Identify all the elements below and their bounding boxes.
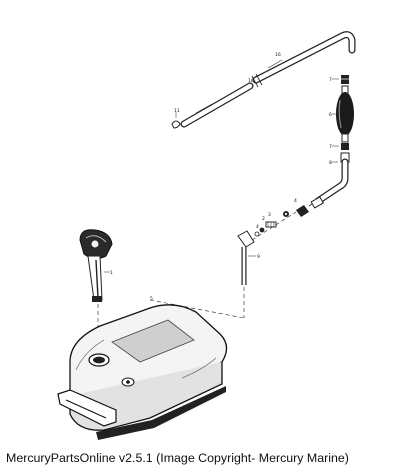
hose-clamp-lower[interactable] bbox=[332, 143, 349, 150]
screw-small-b[interactable] bbox=[254, 227, 265, 237]
callout-screw-b: 3 bbox=[268, 212, 271, 218]
alignment-line-tank bbox=[149, 299, 245, 319]
callout-primer-bulb: 6 bbox=[329, 112, 332, 118]
callout-fitting: 8 bbox=[329, 160, 332, 166]
fuel-pickup-tube[interactable] bbox=[237, 230, 256, 285]
image-caption: MercuryPartsOnline v2.5.1 (Image Copyrig… bbox=[6, 451, 349, 465]
callout-hose-long: 16 bbox=[275, 52, 281, 58]
hose-clamp-upper[interactable] bbox=[332, 75, 349, 84]
washer-small[interactable] bbox=[283, 211, 289, 217]
callout-screw-a: 2 bbox=[262, 216, 265, 222]
hose-fitting[interactable] bbox=[314, 152, 350, 205]
caption-copyright: (Image Copyright- Mercury Marine) bbox=[156, 451, 349, 465]
alignment-line-connector bbox=[251, 211, 297, 241]
callout-screw-c: 4 bbox=[256, 224, 259, 230]
callout-hose-short: 10 bbox=[248, 78, 254, 84]
callout-pickup: 9 bbox=[257, 254, 260, 260]
caption-site-version: MercuryPartsOnline v2.5.1 bbox=[6, 451, 153, 465]
hose-clip[interactable] bbox=[171, 112, 181, 129]
fuel-hose-long[interactable] bbox=[252, 31, 356, 84]
fuel-gauge[interactable] bbox=[79, 229, 113, 302]
screw-small-a[interactable] bbox=[265, 221, 277, 228]
tank-outlet[interactable] bbox=[121, 377, 135, 387]
callout-clip-left: 11 bbox=[174, 108, 180, 114]
fuel-hose-short[interactable] bbox=[180, 82, 254, 128]
callout-clamp-lower: 7 bbox=[329, 144, 332, 150]
callout-clamp-upper: 7 bbox=[329, 77, 332, 83]
fuel-connector[interactable] bbox=[296, 196, 325, 217]
callout-gauge: 1 bbox=[110, 270, 113, 276]
fuel-cap[interactable] bbox=[88, 353, 110, 367]
callout-connector: 4 bbox=[294, 198, 297, 204]
callout-tank: 5 bbox=[150, 296, 153, 302]
primer-bulb[interactable] bbox=[332, 85, 354, 143]
fuel-tank[interactable] bbox=[57, 304, 228, 440]
hose-break-mark bbox=[251, 73, 263, 88]
